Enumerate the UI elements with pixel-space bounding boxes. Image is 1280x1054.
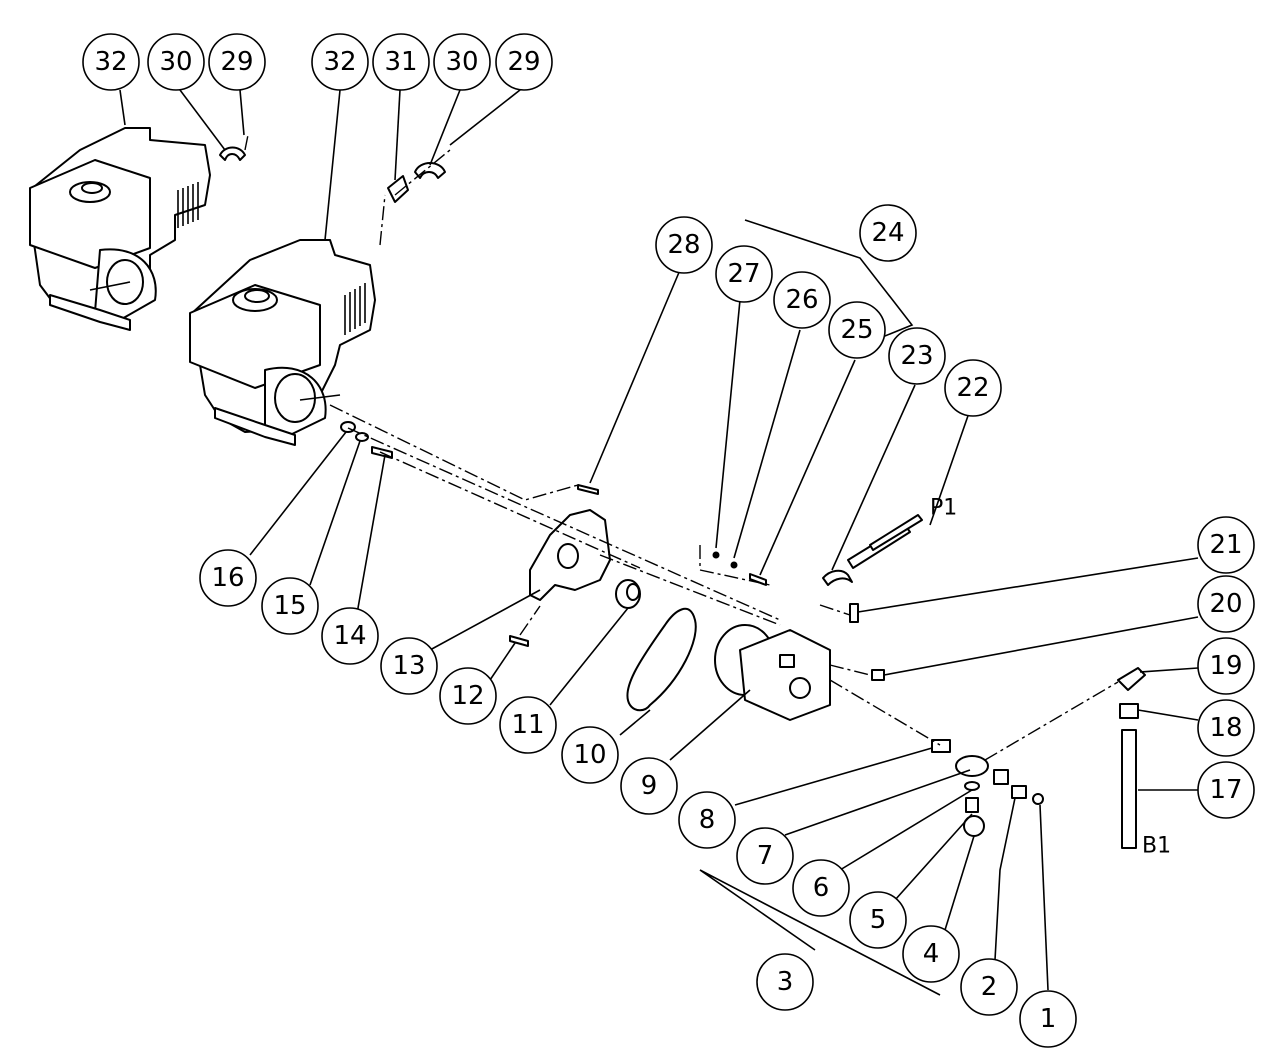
balloon-14: 14 bbox=[321, 607, 379, 665]
svg-text:27: 27 bbox=[727, 259, 760, 289]
engine-main-drawing bbox=[189, 239, 376, 446]
svg-text:9: 9 bbox=[641, 771, 658, 801]
svg-text:16: 16 bbox=[211, 563, 244, 593]
leader-lines bbox=[119, 89, 1199, 996]
engine-small-drawing bbox=[29, 127, 211, 331]
svg-text:26: 26 bbox=[785, 285, 818, 315]
assembly-lines bbox=[244, 134, 1119, 761]
svg-text:32: 32 bbox=[94, 47, 127, 77]
svg-text:19: 19 bbox=[1209, 651, 1242, 681]
svg-text:8: 8 bbox=[699, 805, 716, 835]
svg-text:12: 12 bbox=[451, 681, 484, 711]
part-10-belt bbox=[626, 607, 697, 712]
balloon-3: 3 bbox=[756, 953, 814, 1011]
part-28-key bbox=[577, 484, 599, 495]
part-15-washer bbox=[355, 432, 369, 442]
balloon-19: 19 bbox=[1197, 637, 1255, 695]
part-11-pulley bbox=[615, 579, 641, 609]
balloon-29-left: 29 bbox=[208, 33, 266, 91]
svg-text:25: 25 bbox=[840, 315, 873, 345]
balloon-5: 5 bbox=[849, 891, 907, 949]
svg-text:31: 31 bbox=[384, 47, 417, 77]
svg-text:11: 11 bbox=[511, 710, 544, 740]
svg-text:5: 5 bbox=[870, 905, 887, 935]
svg-text:28: 28 bbox=[667, 230, 700, 260]
balloon-30-left: 30 bbox=[147, 33, 205, 91]
svg-text:21: 21 bbox=[1209, 530, 1242, 560]
part-8-fitting bbox=[931, 739, 951, 753]
part-19-elbow bbox=[1117, 667, 1146, 691]
balloon-11: 11 bbox=[499, 696, 557, 754]
balloon-28: 28 bbox=[655, 216, 713, 274]
svg-text:17: 17 bbox=[1209, 775, 1242, 805]
svg-text:7: 7 bbox=[757, 841, 774, 871]
part-6-oring bbox=[964, 781, 980, 791]
svg-text:6: 6 bbox=[813, 873, 830, 903]
balloon-24: 24 bbox=[859, 204, 917, 262]
balloon-29-main: 29 bbox=[495, 33, 553, 91]
svg-text:30: 30 bbox=[445, 47, 478, 77]
part-12-screw bbox=[509, 635, 529, 647]
balloon-4: 4 bbox=[902, 925, 960, 983]
balloon-1: 1 bbox=[1019, 990, 1077, 1048]
balloon-27: 27 bbox=[715, 245, 773, 303]
balloon-8: 8 bbox=[678, 791, 736, 849]
svg-text:32: 32 bbox=[323, 47, 356, 77]
balloon-32-main: 32 bbox=[311, 33, 369, 91]
part-20-plug bbox=[871, 669, 885, 681]
balloon-12: 12 bbox=[439, 667, 497, 725]
balloon-30-main: 30 bbox=[433, 33, 491, 91]
part-9-pump bbox=[714, 624, 831, 721]
balloon-21: 21 bbox=[1197, 516, 1255, 574]
svg-text:3: 3 bbox=[777, 967, 794, 997]
balloon-7: 7 bbox=[736, 827, 794, 885]
balloon-9: 9 bbox=[620, 757, 678, 815]
svg-text:4: 4 bbox=[923, 939, 940, 969]
part-31-shroud-piece bbox=[387, 175, 409, 203]
svg-text:29: 29 bbox=[220, 47, 253, 77]
svg-text:10: 10 bbox=[573, 740, 606, 770]
svg-text:18: 18 bbox=[1209, 713, 1242, 743]
balloon-25: 25 bbox=[828, 301, 886, 359]
balloon-32-left: 32 bbox=[82, 33, 140, 91]
part-2-1-fittings bbox=[1011, 785, 1044, 805]
part-22-23-hose bbox=[822, 514, 923, 586]
part-18-nut bbox=[1119, 703, 1139, 719]
part-5-spring bbox=[965, 797, 979, 813]
part-13-bracket bbox=[529, 509, 611, 601]
balloon-2: 2 bbox=[960, 958, 1018, 1016]
svg-text:23: 23 bbox=[900, 341, 933, 371]
svg-text:13: 13 bbox=[392, 651, 425, 681]
svg-text:2: 2 bbox=[981, 972, 998, 1002]
balloon-26: 26 bbox=[773, 271, 831, 329]
svg-text:1: 1 bbox=[1040, 1004, 1057, 1034]
part-30-clip-left bbox=[219, 146, 246, 161]
balloon-6: 6 bbox=[792, 859, 850, 917]
part-17-tube bbox=[1121, 729, 1137, 849]
svg-text:15: 15 bbox=[273, 591, 306, 621]
balloon-31: 31 bbox=[372, 33, 430, 91]
svg-text:30: 30 bbox=[159, 47, 192, 77]
svg-text:24: 24 bbox=[871, 218, 904, 248]
part-7-tee bbox=[955, 755, 1009, 785]
part-21-nipple bbox=[849, 603, 859, 623]
tag-b1: B1 bbox=[1142, 834, 1171, 859]
svg-text:29: 29 bbox=[507, 47, 540, 77]
svg-text:14: 14 bbox=[333, 621, 366, 651]
balloon-13: 13 bbox=[380, 637, 438, 695]
svg-text:20: 20 bbox=[1209, 589, 1242, 619]
balloon-20: 20 bbox=[1197, 575, 1255, 633]
balloon-23: 23 bbox=[888, 327, 946, 385]
balloon-18: 18 bbox=[1197, 699, 1255, 757]
balloon-15: 15 bbox=[261, 577, 319, 635]
part-30-clip-upper bbox=[414, 162, 446, 179]
tag-p1: P1 bbox=[930, 496, 957, 521]
part-27-25-fittings bbox=[712, 551, 767, 586]
balloon-10: 10 bbox=[561, 726, 619, 784]
balloon-17: 17 bbox=[1197, 761, 1255, 819]
balloon-22: 22 bbox=[944, 359, 1002, 417]
balloon-16: 16 bbox=[199, 549, 257, 607]
svg-text:22: 22 bbox=[956, 373, 989, 403]
